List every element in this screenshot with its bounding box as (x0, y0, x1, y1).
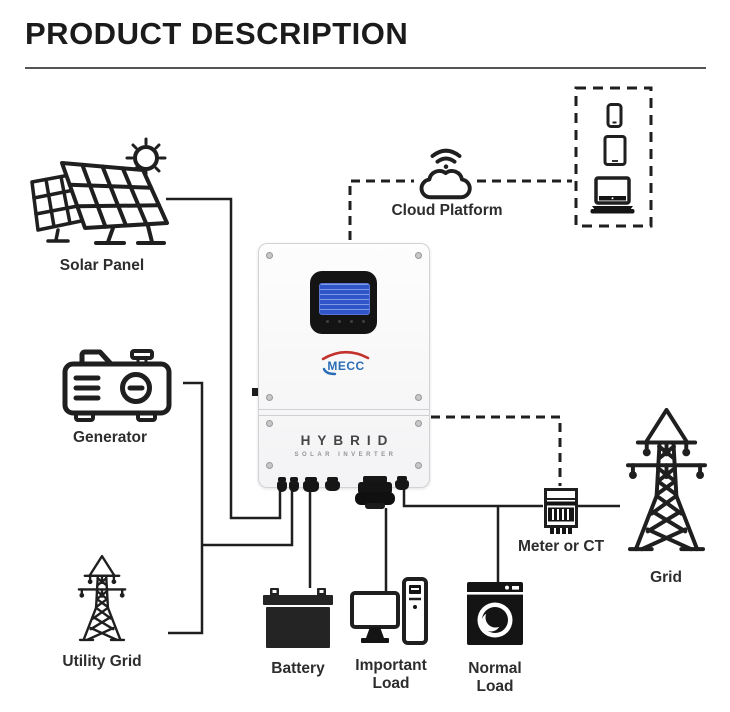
utility-grid-icon (77, 554, 127, 642)
normal-load-label: Normal Load (468, 660, 522, 695)
inverter-side-port (252, 388, 258, 396)
brand-logo: MECC (319, 350, 371, 378)
laptop-icon (590, 176, 635, 214)
inverter-display-panel (310, 271, 377, 334)
generator-label: Generator (72, 429, 148, 446)
remote-devices-box (574, 86, 653, 228)
inverter-seam (259, 409, 429, 416)
cable-gland (303, 477, 319, 492)
important-load-label: Important Load (355, 657, 427, 692)
brand-name: MECC (327, 359, 365, 373)
page-title: PRODUCT DESCRIPTION (25, 16, 409, 51)
cable-gland (289, 477, 299, 492)
important-load-icon (350, 577, 428, 645)
cloud-platform-icon (419, 148, 472, 200)
solar-panel-icon (30, 137, 169, 245)
main-gland-tip (365, 503, 385, 509)
grid-label: Grid (650, 569, 682, 586)
battery-icon (263, 588, 333, 648)
tablet-icon (603, 135, 627, 166)
line-inverter-to-meter (402, 486, 543, 508)
normal-load-icon (467, 582, 523, 645)
meter-label: Meter or CT (517, 538, 605, 555)
inverter-model-name: HYBRID (300, 433, 395, 448)
line-solar-to-inverter (166, 197, 282, 520)
utility-grid-label: Utility Grid (62, 653, 142, 670)
line-acin-branch (202, 489, 294, 547)
cable-gland (325, 477, 340, 491)
generator-icon (62, 349, 172, 422)
dash-inverter-to-meter (431, 415, 562, 486)
brand-logo-swoosh (321, 350, 370, 376)
cloud-platform-label: Cloud Platform (391, 202, 503, 219)
cable-gland (277, 477, 287, 492)
main-gland-neck (363, 476, 387, 483)
solar-panel-label: Solar Panel (59, 257, 145, 274)
dash-inverter-to-cloud (348, 179, 414, 240)
inverter-lcd-screen (319, 283, 370, 315)
meter-icon (544, 488, 578, 534)
inverter-model-subtitle: SOLAR INVERTER (294, 452, 397, 458)
battery-label: Battery (271, 660, 325, 677)
cable-gland (395, 476, 409, 490)
hybrid-inverter: MECC HYBRID SOLAR INVERTER (258, 243, 430, 488)
main-gland-nut (355, 492, 395, 505)
line-generator-to-utility (168, 381, 204, 635)
title-underline (25, 67, 706, 69)
grid-icon (626, 407, 707, 552)
main-gland-body (358, 482, 392, 494)
smartphone-icon (606, 103, 623, 128)
